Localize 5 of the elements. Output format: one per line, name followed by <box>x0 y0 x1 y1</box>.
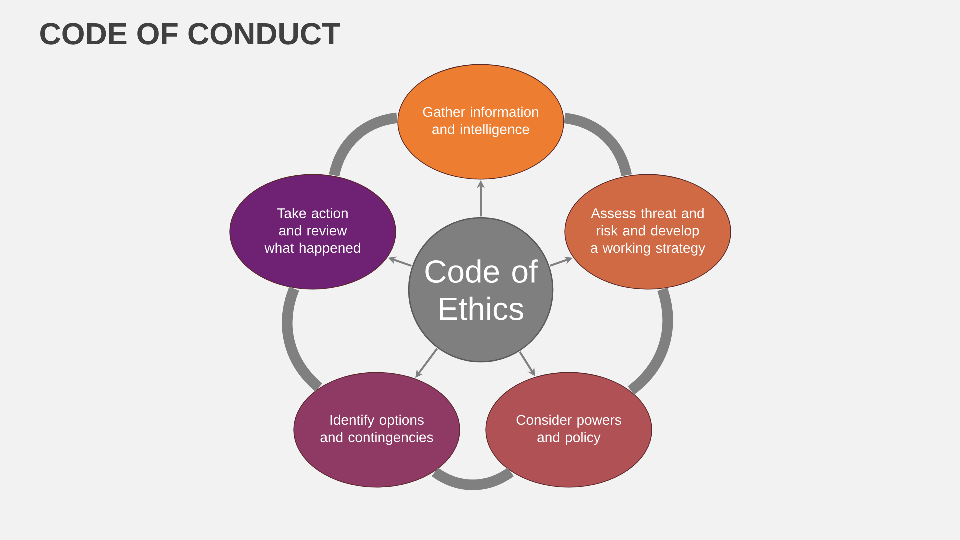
ring-segment <box>329 112 398 177</box>
ring-segment <box>282 287 323 392</box>
ring-segment <box>564 113 632 177</box>
title: CODE OF CONDUCT <box>40 23 340 45</box>
ring-segment <box>628 288 674 395</box>
